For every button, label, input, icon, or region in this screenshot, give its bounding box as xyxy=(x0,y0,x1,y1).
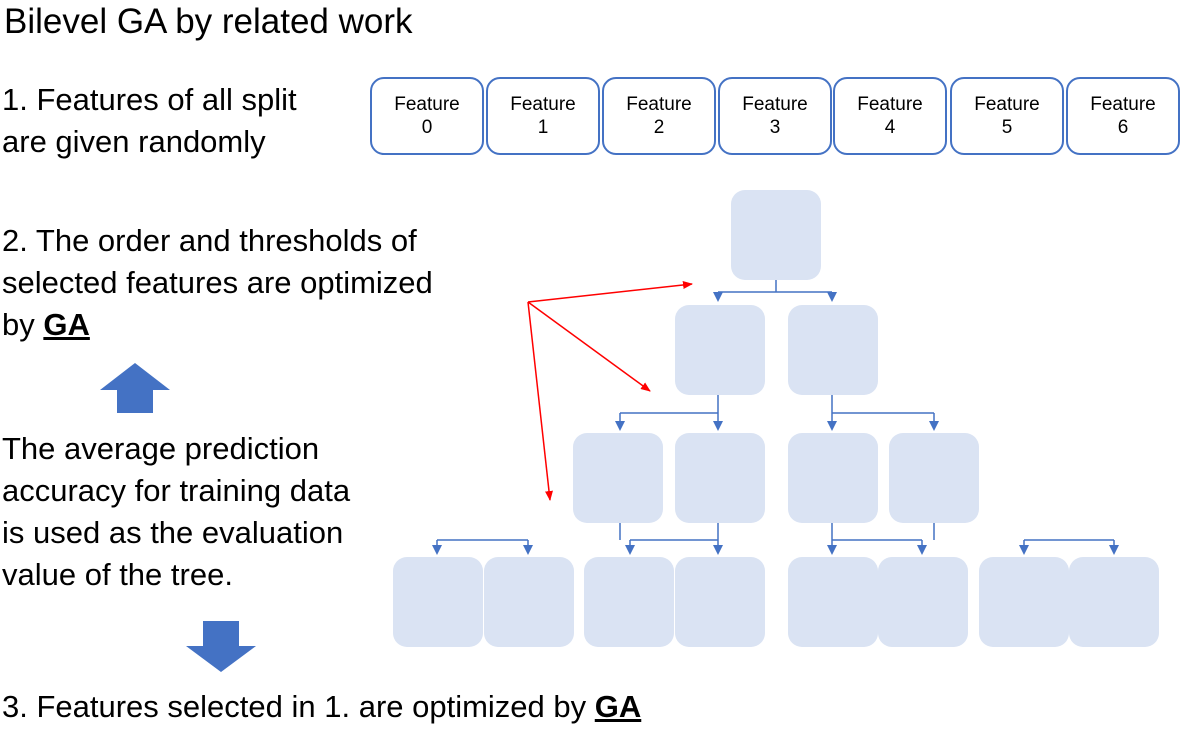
feature-index: 6 xyxy=(1117,117,1129,138)
step3-text: 3. Features selected in 1. are optimized… xyxy=(2,686,641,728)
feature-label: Feature xyxy=(857,94,923,115)
feature-index: 5 xyxy=(1001,117,1013,138)
connector-arrowhead-icon xyxy=(917,545,927,555)
feature-label: Feature xyxy=(510,94,576,115)
tree-node-8 xyxy=(484,557,574,647)
highlight-arrow-level2 xyxy=(527,301,651,392)
connector-arrowhead-icon xyxy=(625,545,635,555)
tree-connector-5 xyxy=(831,523,923,547)
step1-text: 1. Features of all split are given rando… xyxy=(2,79,297,163)
tree-nodes xyxy=(393,190,1159,647)
page-title: Bilevel GA by related work xyxy=(4,2,413,41)
connector-arrowhead-icon xyxy=(713,292,723,302)
feature-index: 0 xyxy=(421,117,433,138)
tree-node-9 xyxy=(584,557,674,647)
step1-line1: 1. Features of all split xyxy=(2,82,297,117)
tree-node-14 xyxy=(1069,557,1159,647)
tree-connector-1 xyxy=(619,395,719,423)
connector-arrowhead-icon xyxy=(1109,545,1119,555)
tree-node-2 xyxy=(788,305,878,395)
feature-index: 3 xyxy=(769,117,781,138)
connector-arrowhead-icon xyxy=(1019,545,1029,555)
tree-connector-2 xyxy=(831,395,935,423)
evaluation-text: The average prediction accuracy for trai… xyxy=(2,428,350,596)
evaluation-line4: value of the tree. xyxy=(2,557,233,592)
step2-line2: selected features are optimized xyxy=(2,265,433,300)
connector-arrowhead-icon xyxy=(929,421,939,431)
feature-label: Feature xyxy=(742,94,808,115)
step2-ga-emphasis: GA xyxy=(43,307,90,342)
tree-node-12 xyxy=(878,557,968,647)
tree-node-7 xyxy=(393,557,483,647)
highlight-arrow-level3 xyxy=(527,301,553,501)
tree-node-4 xyxy=(675,433,765,523)
connector-arrowhead-icon xyxy=(713,421,723,431)
connector-arrowhead-icon xyxy=(432,545,442,555)
highlight-arrow-level1 xyxy=(527,281,693,303)
tree-node-5 xyxy=(788,433,878,523)
tree-node-0 xyxy=(731,190,821,280)
feature-label: Feature xyxy=(1090,94,1156,115)
step2-line1: 2. The order and thresholds of xyxy=(2,223,417,258)
feature-index: 1 xyxy=(537,117,549,138)
evaluation-line3: is used as the evaluation xyxy=(2,515,344,550)
feature-index: 2 xyxy=(653,117,665,138)
tree-node-11 xyxy=(788,557,878,647)
tree-node-1 xyxy=(675,305,765,395)
tree-connector-0 xyxy=(717,280,833,294)
step3-ga-emphasis: GA xyxy=(594,689,642,724)
feature-index: 4 xyxy=(884,117,896,138)
feature-label: Feature xyxy=(394,94,460,115)
connector-arrowhead-icon xyxy=(615,421,625,431)
tree-node-3 xyxy=(573,433,663,523)
connector-arrowhead-icon xyxy=(523,545,533,555)
tree-connectors xyxy=(432,280,1119,555)
up-arrow-icon xyxy=(100,363,170,413)
tree-connector-4 xyxy=(629,523,719,547)
tree-node-6 xyxy=(889,433,979,523)
tree-node-10 xyxy=(675,557,765,647)
connector-arrowhead-icon xyxy=(713,545,723,555)
highlight-arrows xyxy=(527,281,693,501)
tree-connector-6 xyxy=(933,523,1115,547)
step1-line2: are given randomly xyxy=(2,124,266,159)
connector-arrowhead-icon xyxy=(827,292,837,302)
tree-connector-3 xyxy=(436,523,621,547)
feature-label: Feature xyxy=(974,94,1040,115)
evaluation-line1: The average prediction xyxy=(2,431,320,466)
connector-arrowhead-icon xyxy=(827,545,837,555)
tree-node-13 xyxy=(979,557,1069,647)
connector-arrowhead-icon xyxy=(827,421,837,431)
feature-label: Feature xyxy=(626,94,692,115)
step3-prefix: 3. Features selected in 1. are optimized… xyxy=(2,689,595,724)
step2-text: 2. The order and thresholds of selected … xyxy=(2,220,433,346)
step2-line3-prefix: by xyxy=(2,307,44,342)
down-arrow-icon xyxy=(186,621,256,672)
evaluation-line2: accuracy for training data xyxy=(2,473,351,508)
step2-line3: by GA xyxy=(2,304,433,346)
